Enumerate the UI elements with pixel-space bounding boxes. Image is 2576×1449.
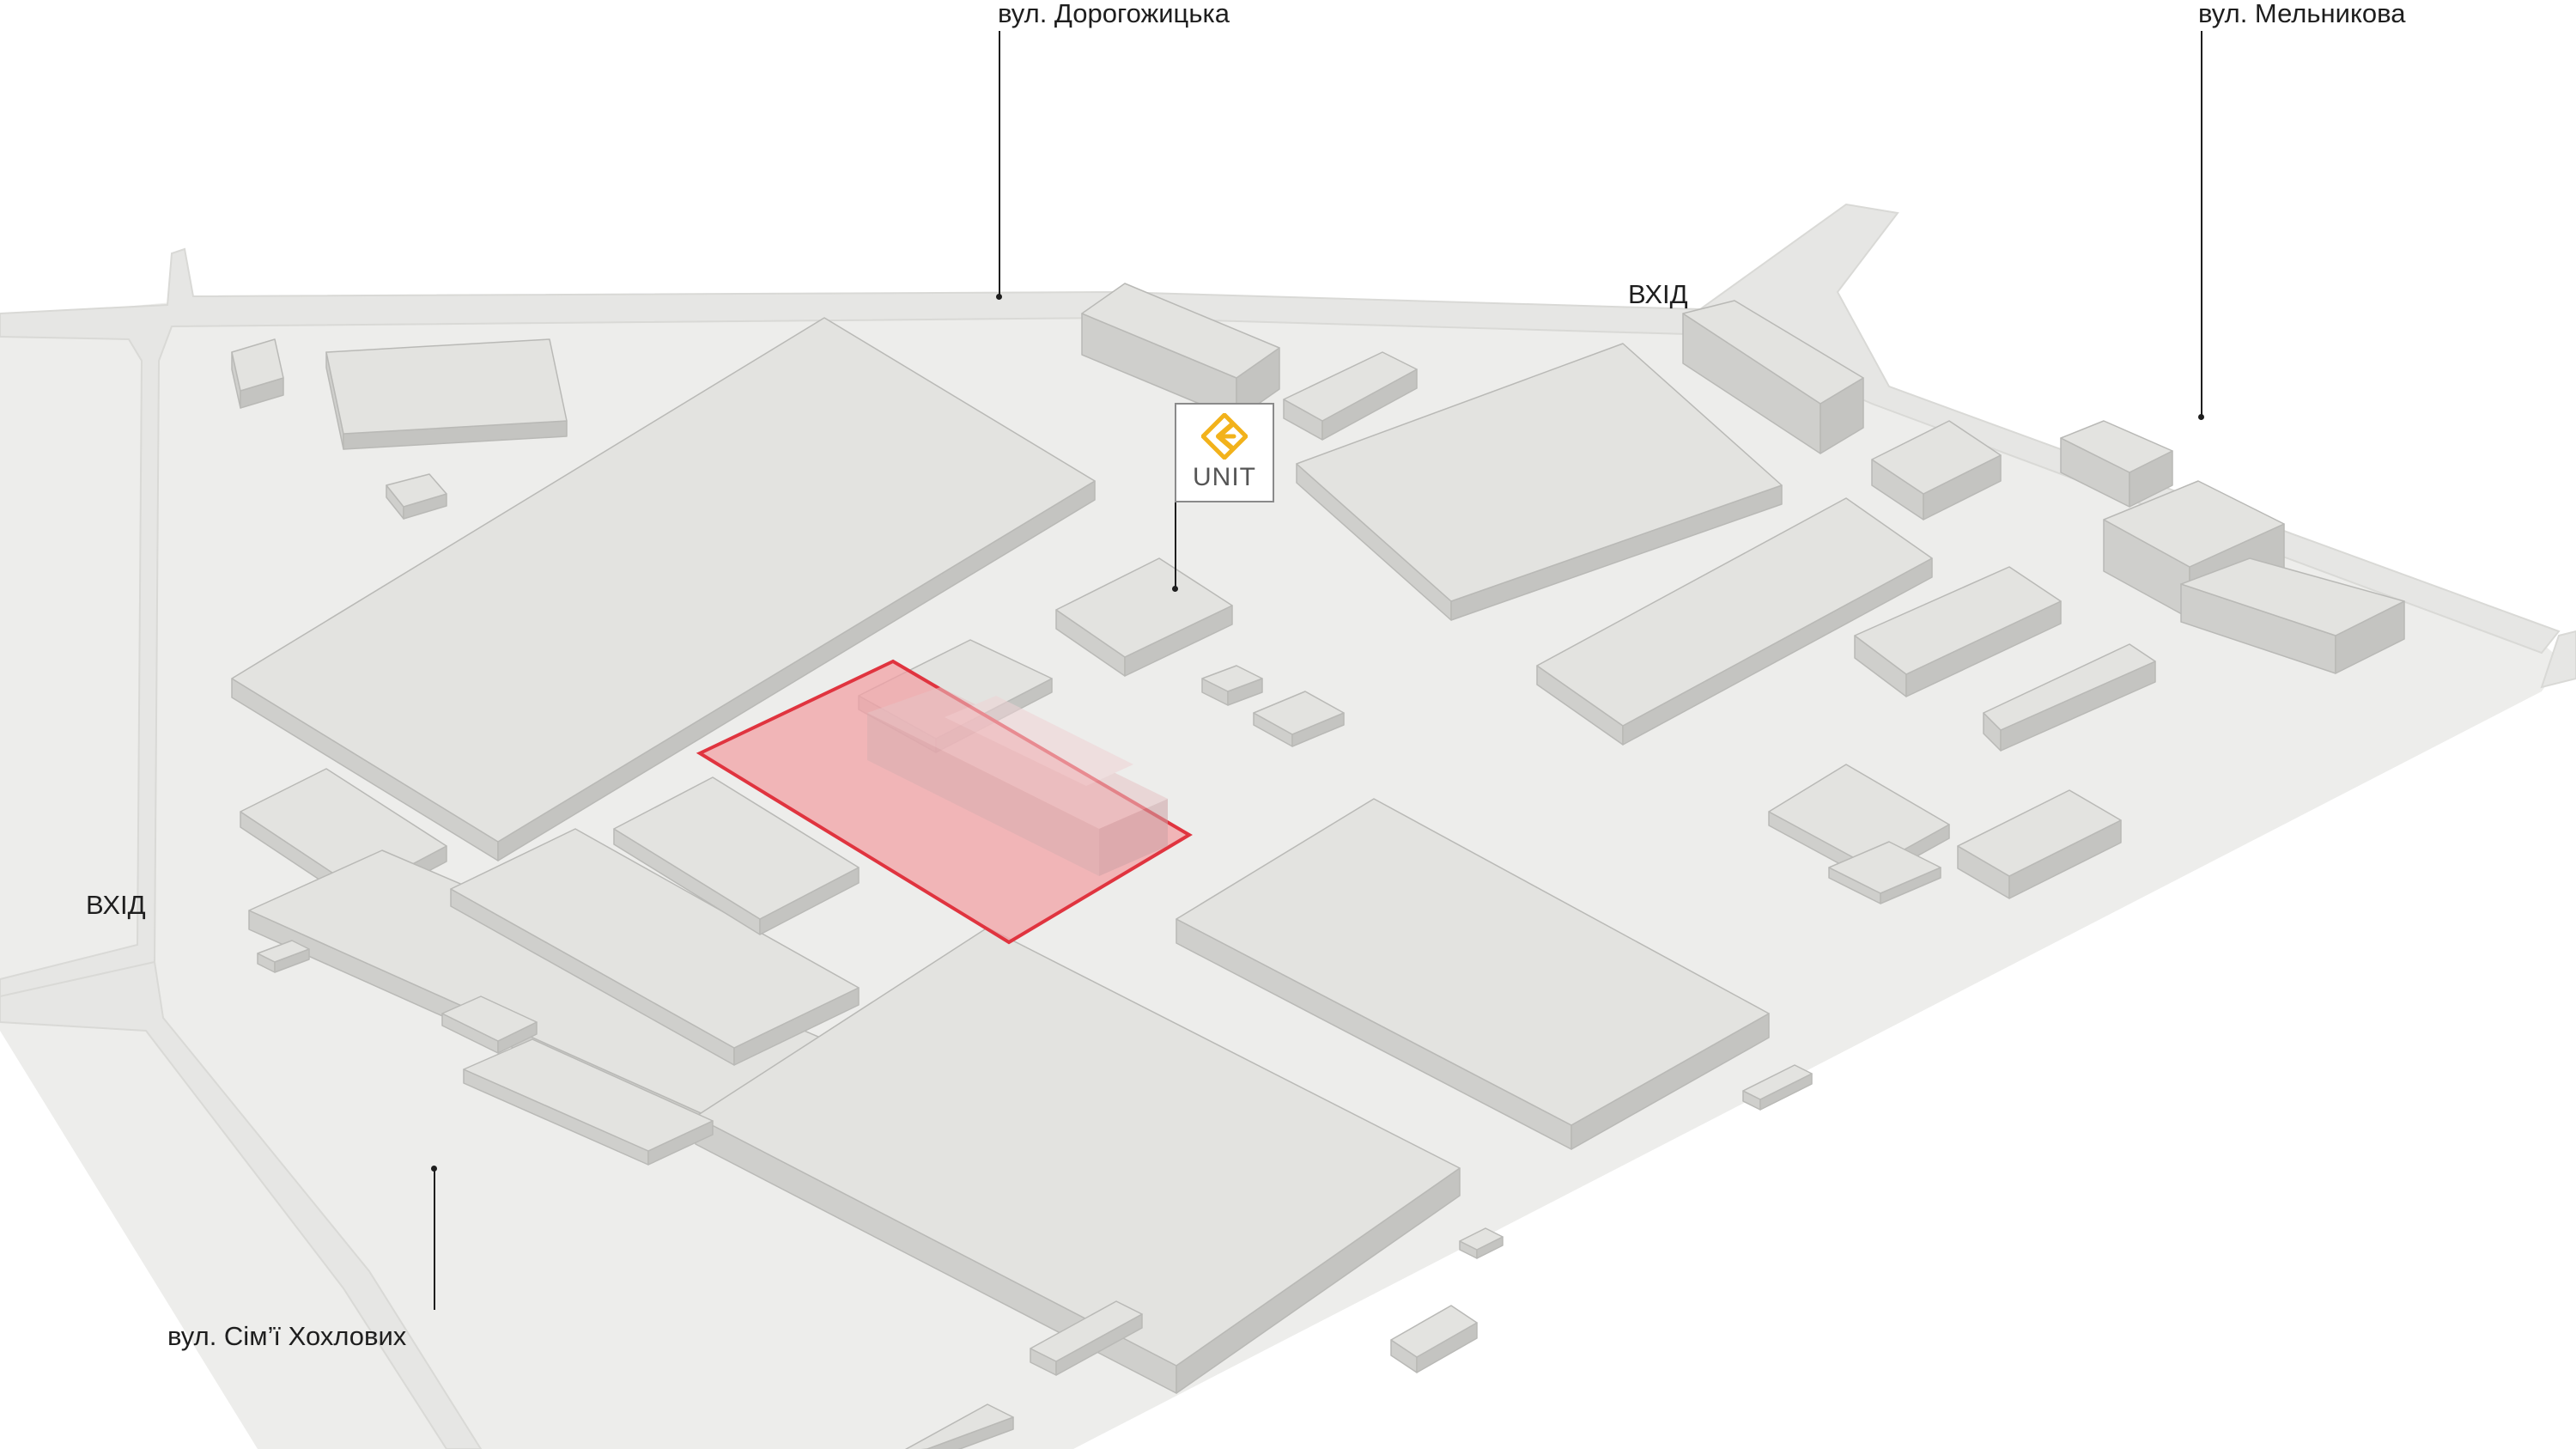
building-block	[257, 940, 310, 973]
unit-brand-label: UNIT	[1193, 463, 1256, 491]
building-block	[231, 338, 284, 409]
building-block	[1055, 557, 1233, 677]
highlighted-plot	[696, 659, 1193, 945]
leader-line-melnykova	[2201, 31, 2202, 417]
street-label-khokhlovykh: вул. Сім’ї Хохлових	[167, 1321, 407, 1351]
building-block	[1283, 351, 1418, 441]
building-block	[1742, 1064, 1813, 1111]
highlighted-building	[867, 687, 1168, 876]
unit-logo-icon	[1201, 413, 1248, 460]
building-block	[386, 473, 447, 520]
building-block	[463, 1038, 714, 1166]
leader-line-dorohozhytska	[999, 31, 1000, 297]
leader-dot-khokhlovykh	[431, 1166, 437, 1172]
street-label-melnykova: вул. Мельникова	[2198, 0, 2406, 28]
leader-line-khokhlovykh	[434, 1168, 435, 1310]
building-block	[1081, 283, 1280, 420]
unit-location-marker[interactable]: UNIT	[1175, 403, 1274, 502]
building-block	[1871, 420, 2002, 521]
building-block	[1854, 566, 2062, 697]
building-block	[1536, 497, 1933, 746]
building-block	[450, 828, 860, 1066]
leader-dot-unit	[1172, 586, 1178, 592]
building-block	[2180, 557, 2405, 674]
building-block	[1176, 798, 1770, 1150]
building-block	[2060, 420, 2173, 508]
building-block	[1201, 665, 1263, 706]
building-block	[1296, 343, 1783, 621]
building-block	[904, 1403, 1014, 1449]
building-block	[1030, 1300, 1143, 1376]
street-label-dorohozhytska: вул. Дорогожицька	[998, 0, 1230, 28]
building-block	[1957, 789, 2122, 899]
entrance-label-top: ВХІД	[1628, 279, 1688, 309]
building-block	[1253, 691, 1345, 747]
building-block	[1390, 1305, 1478, 1373]
building-block	[231, 317, 1096, 861]
building-block	[325, 338, 568, 450]
buildings	[231, 283, 2405, 1449]
building-block	[441, 995, 538, 1054]
building-block	[1459, 1227, 1504, 1259]
leader-dot-melnykova	[2198, 414, 2204, 420]
leader-line-unit	[1175, 502, 1176, 588]
entrance-label-left: ВХІД	[86, 890, 146, 920]
building-block	[1983, 643, 2156, 752]
building-block	[1682, 300, 1864, 454]
building-block	[613, 776, 860, 935]
building-block	[1828, 841, 1941, 904]
leader-dot-dorohozhytska	[996, 294, 1002, 300]
